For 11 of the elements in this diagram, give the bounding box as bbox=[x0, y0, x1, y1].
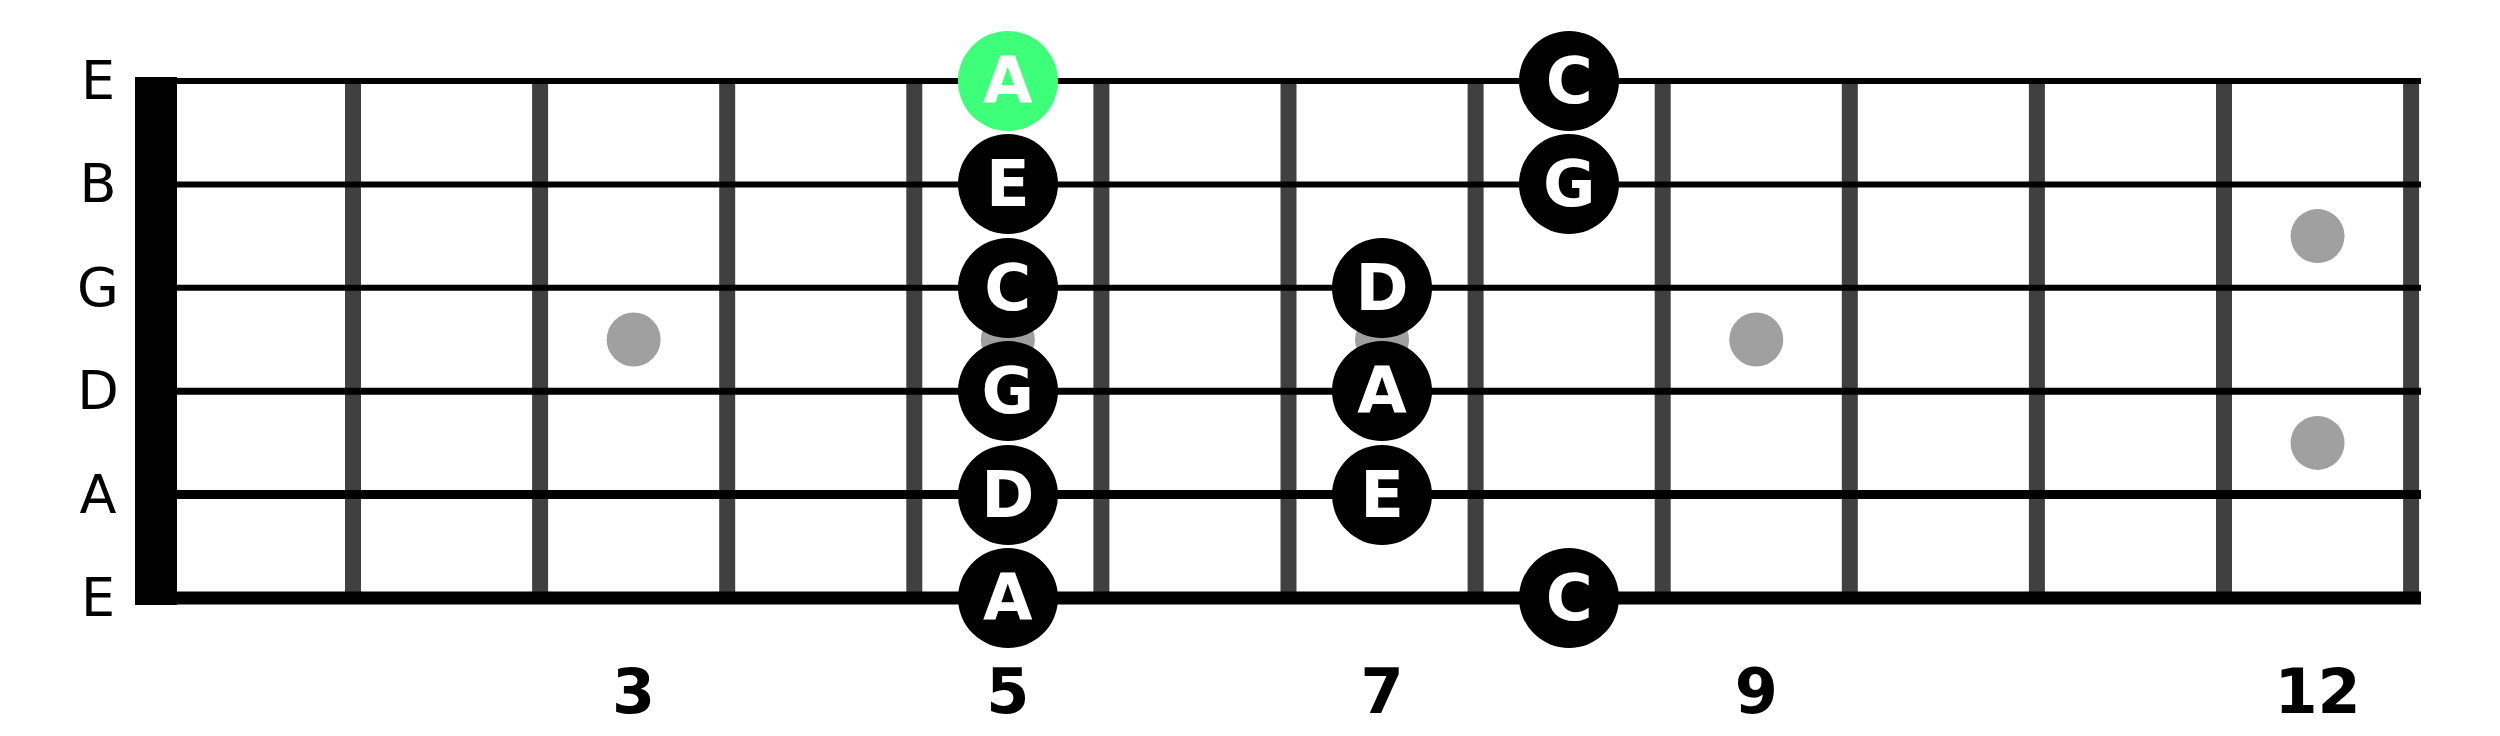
string-name: B bbox=[79, 157, 117, 212]
fret-number: 3 bbox=[612, 661, 656, 723]
string-name: E bbox=[80, 54, 116, 108]
string-name: A bbox=[79, 467, 117, 522]
fret-number: 7 bbox=[1360, 661, 1404, 723]
fret-number: 5 bbox=[986, 661, 1030, 723]
string-name: D bbox=[77, 364, 119, 419]
fret-number: 9 bbox=[1734, 661, 1778, 723]
string-name: E bbox=[80, 571, 116, 625]
string-name: G bbox=[77, 260, 119, 315]
fret-number: 12 bbox=[2274, 661, 2361, 723]
